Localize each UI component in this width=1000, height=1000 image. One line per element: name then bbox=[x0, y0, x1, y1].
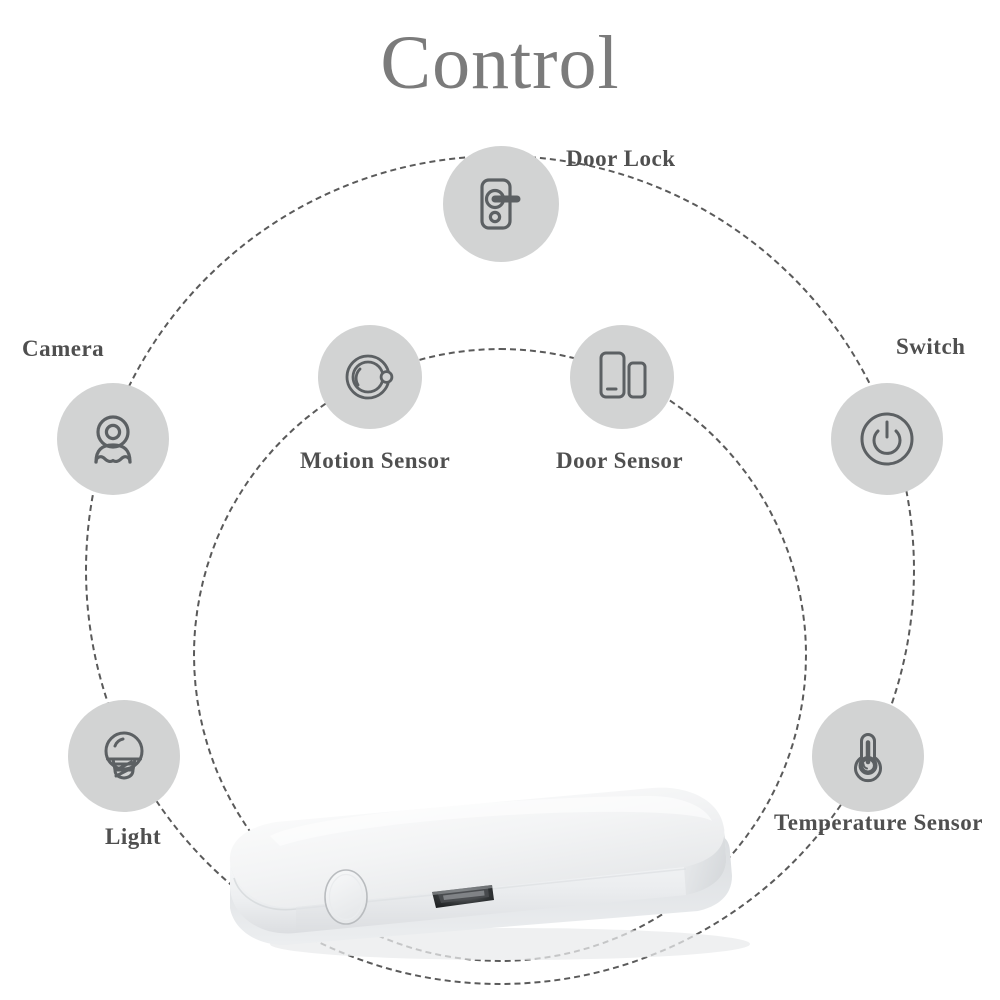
inner-orbit-ring bbox=[193, 348, 807, 962]
node-bubble-light[interactable] bbox=[68, 700, 180, 812]
node-bubble-door-sensor[interactable] bbox=[570, 325, 674, 429]
power-switch-icon bbox=[854, 406, 920, 472]
node-label-camera: Camera bbox=[22, 336, 105, 361]
node-bubble-camera[interactable] bbox=[57, 383, 169, 495]
camera-icon bbox=[82, 408, 144, 470]
node-label-door-sensor: Door Sensor bbox=[556, 448, 684, 473]
door-sensor-icon bbox=[592, 347, 652, 407]
node-bubble-switch[interactable] bbox=[831, 383, 943, 495]
node-label-temperature-sensor: Temperature Sensor bbox=[774, 810, 983, 835]
motion-sensor-icon bbox=[340, 347, 400, 407]
node-bubble-temperature-sensor[interactable] bbox=[812, 700, 924, 812]
node-label-motion-sensor: Motion Sensor bbox=[300, 448, 451, 473]
door-lock-icon bbox=[470, 173, 532, 235]
node-label-door-lock: Door Lock bbox=[566, 146, 676, 171]
node-bubble-door-lock[interactable] bbox=[443, 146, 559, 262]
node-label-light: Light bbox=[105, 824, 162, 849]
node-bubble-motion-sensor[interactable] bbox=[318, 325, 422, 429]
thermometer-icon bbox=[839, 727, 897, 785]
node-label-switch: Switch bbox=[896, 334, 966, 359]
light-bulb-icon bbox=[93, 725, 155, 787]
smart-gateway-hub[interactable] bbox=[200, 766, 800, 966]
page-title: Control bbox=[380, 21, 620, 105]
